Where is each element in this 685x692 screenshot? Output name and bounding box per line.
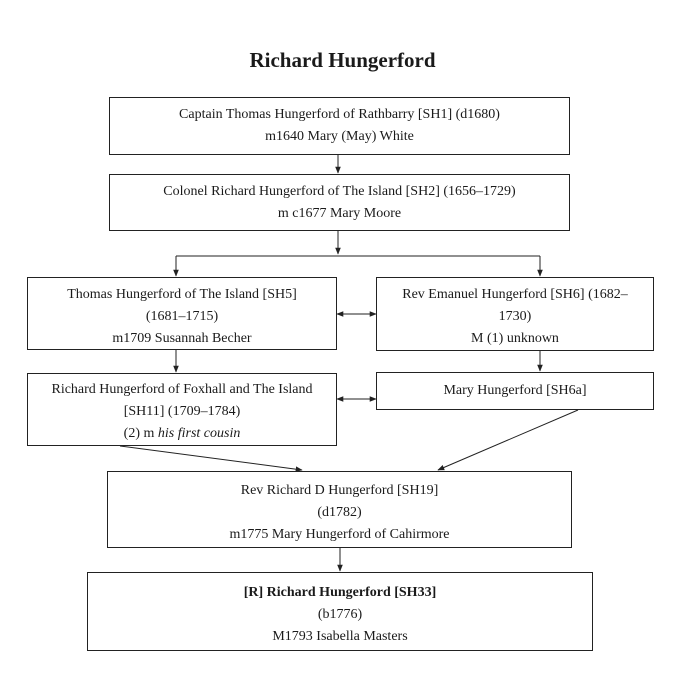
person-marriage: m1775 Mary Hungerford of Cahirmore [229,527,450,542]
arrow-sh6a-sh19 [437,409,579,471]
marriage-prefix: (2) m [123,426,158,441]
page-title: Richard Hungerford [249,48,436,72]
person-name: Mary Hungerford [SH6a] [443,383,587,398]
person-marriage: m1709 Susannah Becher [112,331,252,346]
person-box-sh19: Rev Richard D Hungerford [SH19] (d1782) … [107,471,572,548]
person-dates: (d1782) [317,505,362,520]
person-box-sh6a: Mary Hungerford [SH6a] [376,372,654,410]
person-box-sh2: Colonel Richard Hungerford of The Island… [109,174,570,231]
person-dates: (1681–1715) [145,309,219,324]
person-box-sh6: Rev Emanuel Hungerford [SH6] (1682– 1730… [376,277,654,351]
person-marriage: m1640 Mary (May) White [265,129,414,144]
person-name: Colonel Richard Hungerford of The Island… [163,184,516,199]
person-box-sh11: Richard Hungerford of Foxhall and The Is… [27,373,337,446]
marriage-spouse-note: his first cousin [157,426,241,441]
person-dates: 1730) [498,309,532,324]
person-box-sh33: [R] Richard Hungerford [SH33] (b1776) M1… [87,572,593,651]
person-name: [R] Richard Hungerford [SH33] [243,585,437,600]
person-box-sh1: Captain Thomas Hungerford of Rathbarry [… [109,97,570,155]
person-name: Rev Richard D Hungerford [SH19] [240,483,439,498]
person-name: Thomas Hungerford of The Island [SH5] [67,287,297,302]
person-name: Captain Thomas Hungerford of Rathbarry [… [179,107,500,122]
person-name: Richard Hungerford of Foxhall and The Is… [51,382,313,397]
person-marriage: m c1677 Mary Moore [277,206,402,221]
arrow-sh11-sh19 [119,445,303,472]
person-marriage: M1793 Isabella Masters [272,629,408,644]
person-dates: [SH11] (1709–1784) [123,404,241,419]
person-marriage: M (1) unknown [471,331,559,346]
person-name: Rev Emanuel Hungerford [SH6] (1682– [402,287,628,302]
person-box-sh5: Thomas Hungerford of The Island [SH5] (1… [27,277,337,350]
person-marriage: (2) m his first cousin [28,423,336,445]
person-dates: (b1776) [317,607,363,622]
